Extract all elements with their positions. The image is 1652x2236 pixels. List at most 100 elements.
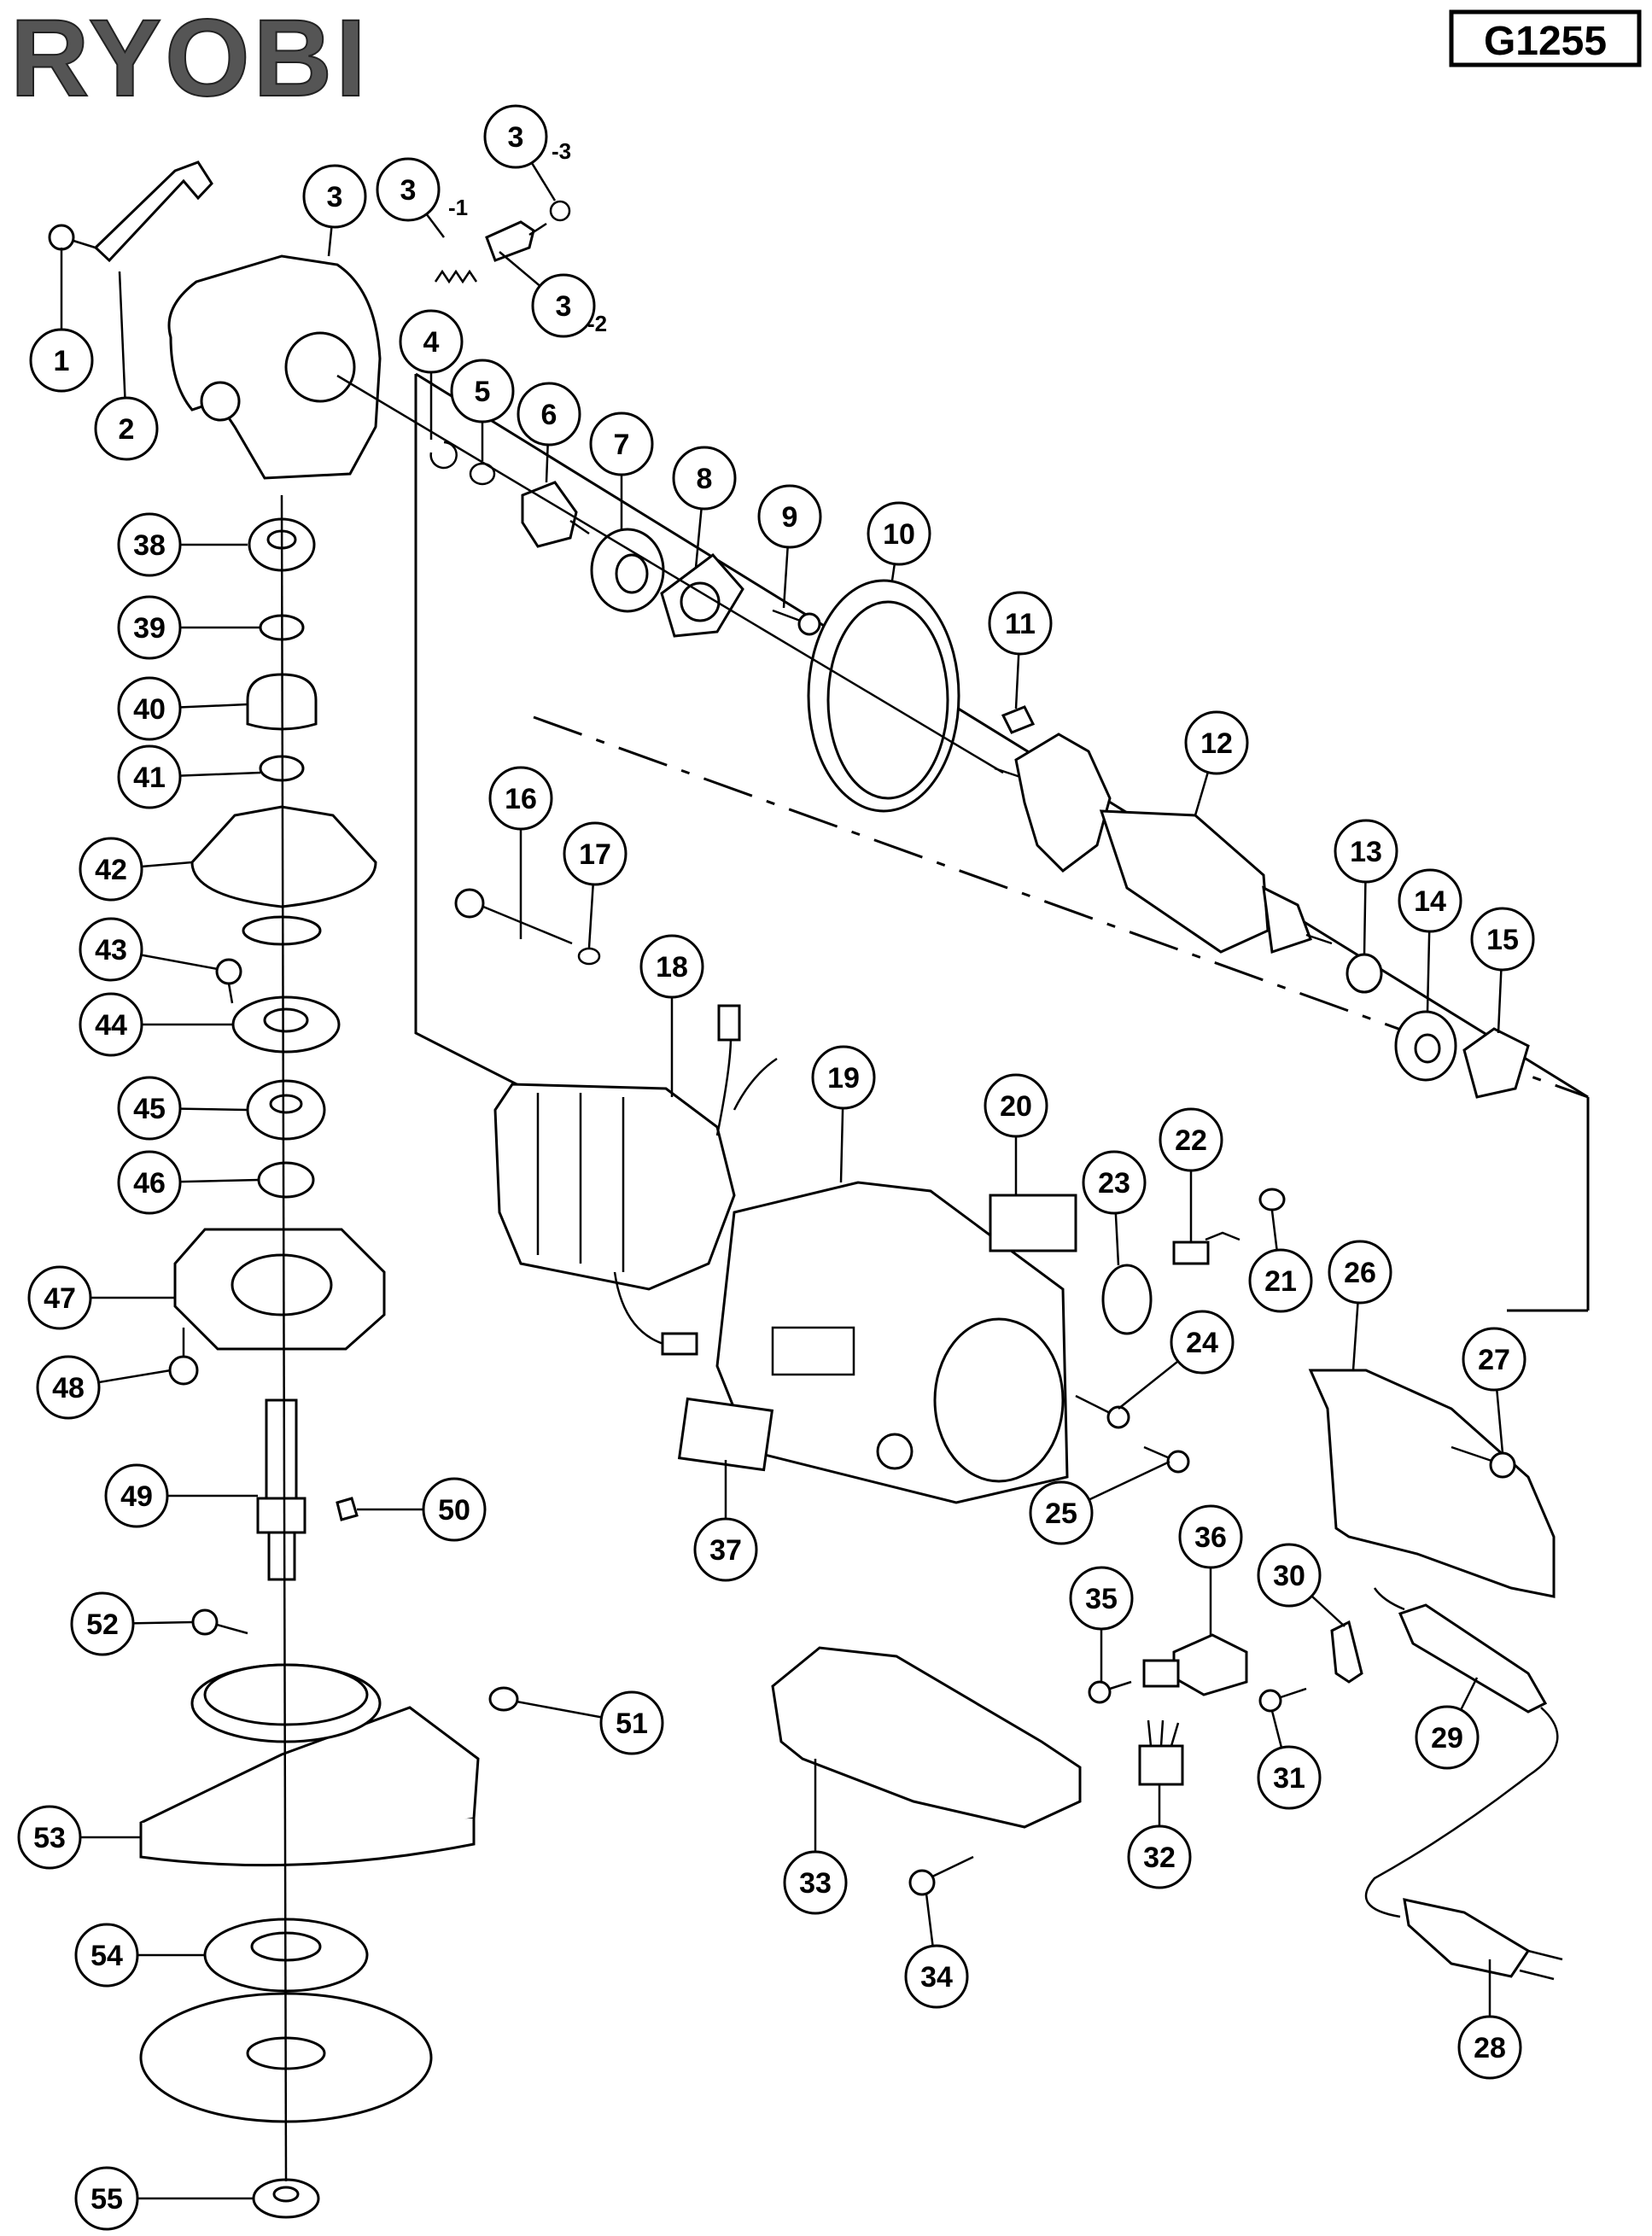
callout-circle [672,446,737,511]
callout-16: 16 [488,766,553,939]
callout-circle [1457,2015,1522,2080]
callout-33: 33 [783,1759,848,1915]
callout-42: 42 [79,837,193,902]
pin-part-3-2 [485,220,535,262]
callout-suffix: -2 [587,311,607,336]
key-part-50 [336,1497,359,1521]
cap-part-21 [1258,1188,1286,1211]
callout-number: 28 [1474,2032,1506,2064]
callout-circle [74,2166,139,2231]
callout-11: 11 [988,591,1053,709]
callout-circle [117,1150,182,1215]
callout-number: 44 [95,1009,127,1042]
field-coil-part-18 [493,1004,778,1356]
callout-number: 29 [1431,1722,1463,1754]
callout-number: 12 [1200,727,1233,760]
callout-circle [117,1076,182,1141]
callout-37: 37 [693,1460,758,1582]
callout-circle [589,412,654,476]
callout-26: 26 [1328,1240,1392,1371]
callout-number: 16 [505,783,537,815]
callout-48: 48 [36,1355,172,1420]
brush-holder-part-23 [1101,1264,1153,1335]
plug-part-28 [1403,1898,1563,1981]
callout-circle [422,1477,487,1542]
o-ring-part-5 [469,462,496,486]
callout-17: 17 [563,821,628,949]
callout-number: 41 [133,762,166,794]
callout-44: 44 [79,992,233,1057]
callout-suffix: -3 [552,138,571,164]
callout-number: 3 [400,174,417,207]
callout-number: 23 [1098,1167,1130,1200]
label-part-37 [677,1397,774,1472]
callout-number: 24 [1186,1327,1218,1359]
armature-part-12 [994,733,1333,954]
callout-number: 4 [423,326,440,359]
callout-circle [36,1355,101,1420]
power-cord [1364,1707,1559,1918]
callout-circle [483,104,548,169]
callout-circle [104,1463,169,1528]
callout-35: 35 [1069,1566,1134,1682]
callout-circle [599,1690,664,1755]
bearing-holder-part-15 [1462,1027,1530,1099]
callout-number: 18 [656,951,688,984]
callout-circle [117,595,182,660]
callout-number: 10 [883,518,915,551]
callout-circle [74,1923,139,1988]
callout-number: 3 [327,181,343,213]
callout-number: 51 [616,1708,648,1740]
cord-guard-part-29 [1398,1603,1548,1713]
callout-1: 1 [29,248,94,393]
callout-circle [1082,1150,1147,1215]
callout-circle [904,1944,969,2009]
callout-18: 18 [639,934,704,1097]
callout-31: 31 [1257,1710,1322,1810]
callout-number: 13 [1350,836,1382,868]
callout-circle [639,934,704,999]
callout-circle [1184,710,1249,775]
gear-housing-part-3 [167,254,382,480]
handle-cover-part-26 [1308,1369,1556,1598]
callout-circle [399,309,464,374]
callout-34: 34 [904,1893,969,2009]
callout-circle [1470,907,1535,972]
callout-number: 33 [799,1867,832,1900]
spindle-part-49 [256,1398,306,1581]
screw-part-34 [908,1855,974,1896]
brush-part-22 [1172,1231,1240,1265]
callout-13: 13 [1334,819,1398,955]
seal-part-46 [257,1161,315,1199]
callout-circle [1257,1543,1322,1608]
callout-49: 49 [104,1463,258,1528]
model-box [1449,9,1642,67]
callout-number: 8 [697,463,713,495]
callout-number: 39 [133,612,166,645]
screw-part-43 [215,958,242,1004]
callout-number: 35 [1085,1583,1118,1615]
callout-circle [984,1073,1048,1138]
callout-circle [1328,1240,1392,1305]
callout-circle [563,821,628,886]
callout-12: 12 [1184,710,1249,816]
callout-3: 3 [302,164,367,257]
callout-14: 14 [1398,868,1462,1013]
callout-22: 22 [1159,1107,1223,1242]
callout-circle [783,1850,848,1915]
callout-number: 7 [614,429,630,461]
callout-8: 8 [672,446,737,569]
callout-number: 37 [709,1534,742,1567]
callout-number: 47 [44,1282,76,1315]
callout-number: 3 [556,290,572,323]
callout-number: 45 [133,1093,166,1125]
callout-circle [811,1045,876,1110]
callout-43: 43 [79,917,219,982]
callout-number: 30 [1273,1560,1305,1592]
callout-number: 34 [920,1961,953,1994]
callout-number: 26 [1344,1257,1376,1289]
callout-50: 50 [357,1477,487,1542]
washer-part-17 [577,947,601,966]
callout-41: 41 [117,744,261,809]
callout-circle [1334,819,1398,884]
